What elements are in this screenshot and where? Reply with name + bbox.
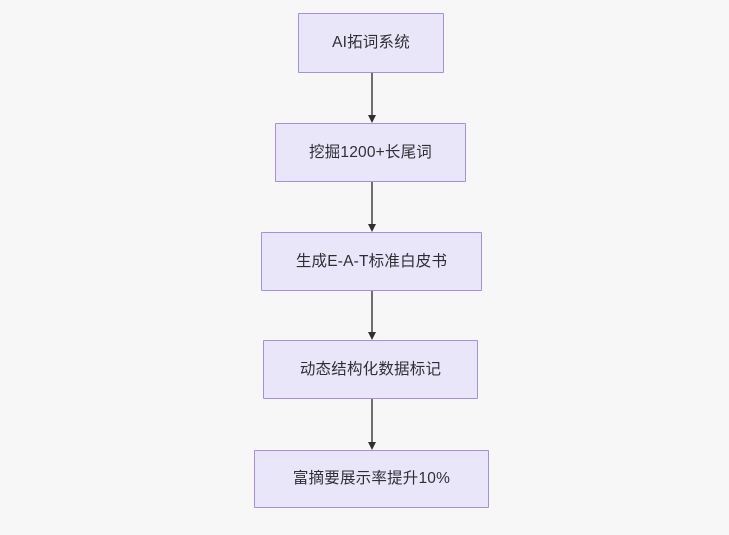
flow-node-mine-longtail-keywords[interactable]: 挖掘1200+长尾词 [275,123,466,182]
arrow-down-icon [367,115,376,123]
arrow-down-icon [367,224,376,232]
flow-node-rich-snippet-impression-lift[interactable]: 富摘要展示率提升10% [254,450,489,508]
flow-node-dynamic-structured-data-markup[interactable]: 动态结构化数据标记 [263,340,478,399]
arrow-down-icon [367,442,376,450]
flow-node-label: 生成E-A-T标准白皮书 [295,252,448,270]
connector-line [371,182,373,225]
flow-node-label: 富摘要展示率提升10% [292,470,451,488]
flow-node-ai-keyword-system[interactable]: AI拓词系统 [298,13,444,73]
connector-line [371,399,373,443]
arrow-down-icon [367,332,376,340]
connector-line [371,291,373,333]
flow-node-label: 挖掘1200+长尾词 [308,143,433,161]
connector-line [371,73,373,116]
flow-node-label: 动态结构化数据标记 [299,360,442,378]
flow-node-generate-eat-whitepaper[interactable]: 生成E-A-T标准白皮书 [261,232,482,291]
flow-node-label: AI拓词系统 [332,34,410,52]
